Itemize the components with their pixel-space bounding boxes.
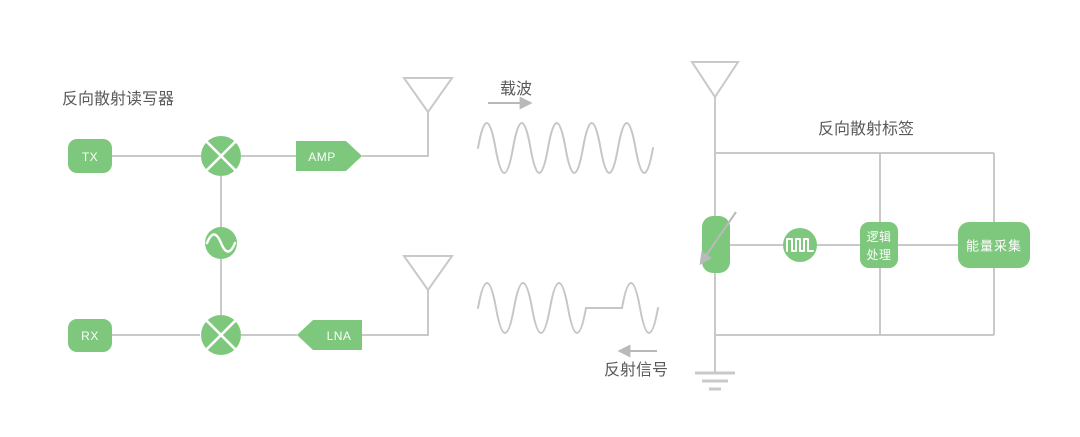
amp-box bbox=[296, 141, 362, 171]
lna-label: LNA bbox=[327, 329, 352, 343]
oscillator-icon bbox=[205, 227, 237, 259]
antenna-icon bbox=[402, 77, 454, 114]
reader-circuit: 反向散射读写器 TX RX AMP LNA bbox=[62, 77, 454, 355]
carrier-wave bbox=[477, 122, 654, 174]
amp-label: AMP bbox=[308, 150, 336, 164]
tag-wires bbox=[714, 97, 995, 373]
mixer-icon bbox=[201, 136, 241, 176]
logic-label-line2: 处理 bbox=[866, 248, 891, 262]
tag-title: 反向散射标签 bbox=[818, 120, 914, 138]
reader-title: 反向散射读写器 bbox=[62, 90, 174, 108]
variable-impedance-icon bbox=[699, 211, 737, 273]
modulated-signal-icon bbox=[783, 228, 817, 262]
tx-label: TX bbox=[82, 150, 98, 164]
reflected-wave bbox=[477, 282, 659, 334]
reader-wires bbox=[112, 112, 429, 336]
energy-box bbox=[958, 222, 1030, 268]
rx-label: RX bbox=[81, 329, 99, 343]
logic-label-line1: 逻辑 bbox=[866, 230, 891, 244]
energy-label: 能量采集 bbox=[966, 239, 1022, 254]
tag-circuit: 反向散射标签 逻辑 处理 能量采集 bbox=[690, 61, 1030, 391]
carrier-label: 载波 bbox=[500, 80, 532, 98]
reflected-label: 反射信号 bbox=[604, 361, 668, 379]
channel: 载波 反射信号 bbox=[477, 80, 668, 379]
lna-box bbox=[297, 320, 362, 350]
logic-box bbox=[860, 222, 898, 268]
antenna-icon bbox=[690, 61, 740, 99]
rx-box bbox=[68, 319, 112, 352]
ground-icon bbox=[695, 371, 735, 391]
mixer-icon bbox=[201, 315, 241, 355]
antenna-icon bbox=[402, 255, 454, 292]
tx-box bbox=[68, 139, 112, 173]
